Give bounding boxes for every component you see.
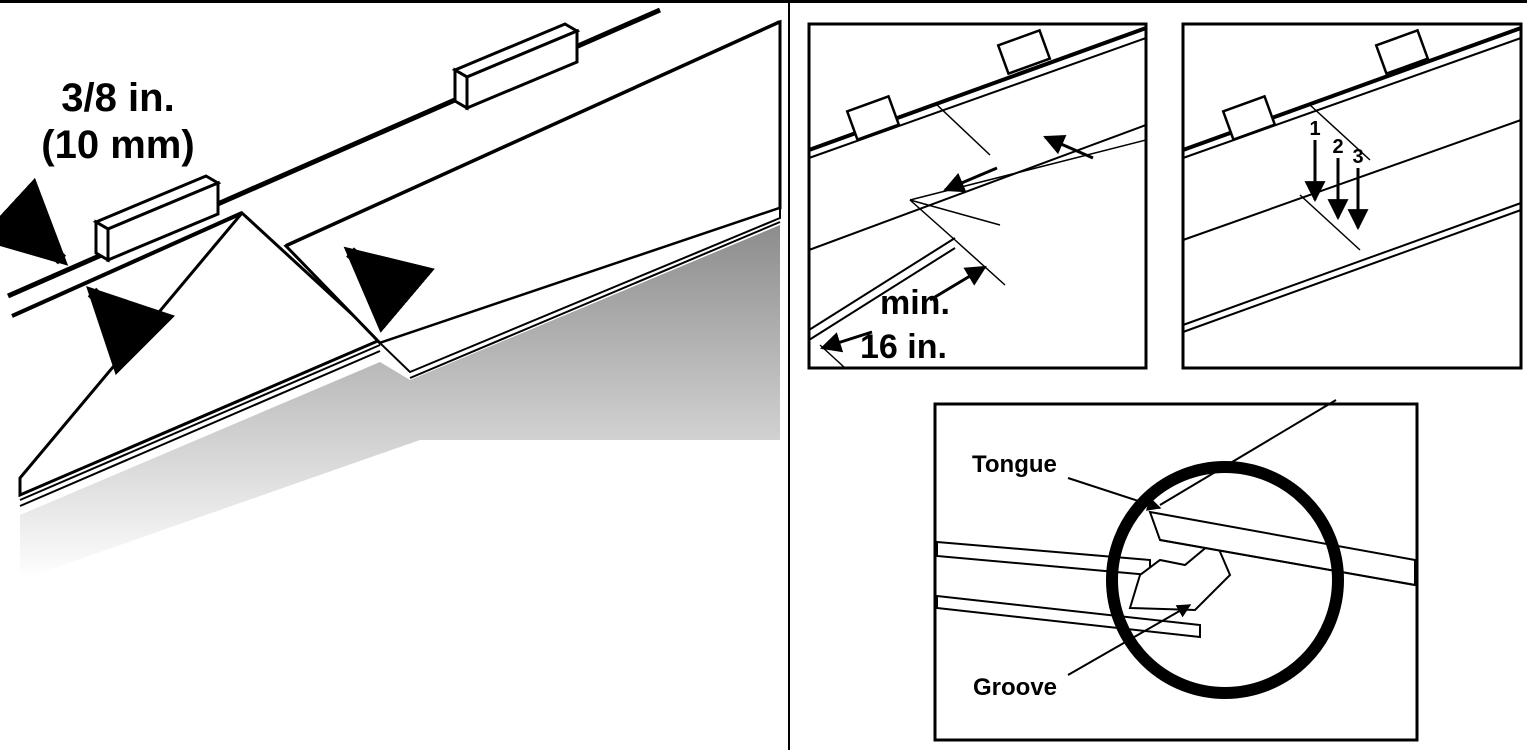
panel-sequence: 1 2 3 bbox=[1181, 22, 1523, 370]
panel-sequence-frame bbox=[1181, 22, 1523, 370]
spacer-block-icon bbox=[451, 22, 581, 111]
panel-detail: Tongue Groove bbox=[933, 399, 1419, 742]
tongue-label: Tongue bbox=[972, 451, 1057, 478]
offset-label-line2: 16 in. bbox=[860, 328, 947, 366]
step-1-label: 1 bbox=[1309, 118, 1320, 140]
gap-label-line1: 3/8 in. bbox=[61, 76, 174, 120]
magnifier-circle bbox=[1106, 461, 1344, 699]
groove-pointer bbox=[1067, 604, 1192, 676]
dimension-arrow-icon bbox=[819, 330, 873, 353]
wall-line-inner bbox=[11, 211, 243, 318]
gap-label-line2: (10 mm) bbox=[41, 123, 194, 167]
groove-label: Groove bbox=[973, 674, 1057, 701]
panel-offset: min. 16 in. bbox=[807, 22, 1148, 370]
push-arrow-icon bbox=[86, 286, 176, 376]
floor-shadow bbox=[20, 225, 780, 580]
slide-arrow-icon bbox=[943, 166, 998, 193]
spacer-block-icon bbox=[996, 28, 1052, 76]
panel-offset-frame bbox=[807, 22, 1148, 370]
spacer-block-icon bbox=[845, 94, 901, 142]
slide-arrow-icon bbox=[1043, 134, 1094, 160]
push-arrow-icon bbox=[343, 246, 435, 333]
tongue-pointer bbox=[1067, 477, 1162, 511]
groove-profile bbox=[1128, 538, 1232, 612]
dimension-arrow-icon bbox=[929, 265, 987, 302]
offset-label-line1: min. bbox=[880, 284, 950, 322]
step-2-label: 2 bbox=[1332, 136, 1343, 158]
spacer-block-icon bbox=[92, 174, 222, 263]
push-arrow-icon bbox=[0, 177, 69, 266]
spacer-block-icon bbox=[1221, 94, 1277, 142]
step-3-label: 3 bbox=[1352, 146, 1363, 168]
left-panel: 3/8 in. (10 mm) bbox=[0, 7, 782, 580]
spacer-block-icon bbox=[1374, 28, 1430, 76]
